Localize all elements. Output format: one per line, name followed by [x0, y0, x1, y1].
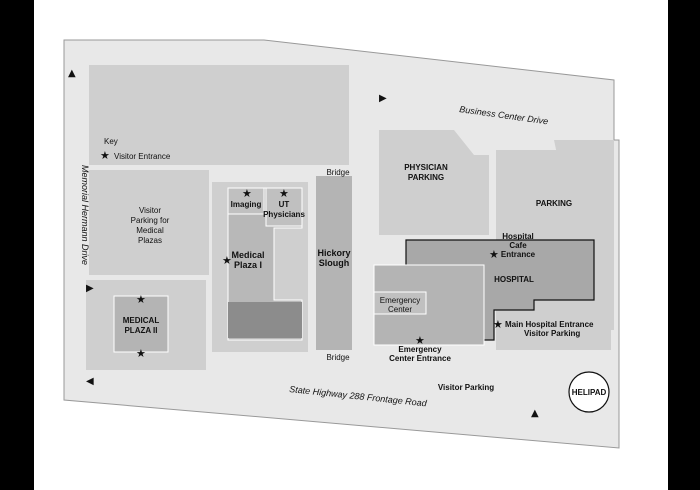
key-star-icon: ★	[100, 149, 110, 162]
medical-plaza-ii-line-2: PLAZA II	[124, 326, 157, 335]
east-arrow-icon-west: ▶	[86, 283, 94, 294]
medical-plaza-i-line-1: Medical	[231, 250, 264, 260]
west-arrow-icon: ◀	[86, 376, 94, 387]
emergency-center-line-1: Emergency	[380, 296, 420, 305]
bridge-top-label: Bridge	[326, 168, 350, 177]
medical-plaza-i-star-icon: ★	[222, 254, 232, 267]
emergency-entrance-line-2: Center Entrance	[389, 354, 451, 363]
hickory-slough-line-2: Slough	[319, 258, 350, 268]
hospital-cafe-star-icon: ★	[489, 248, 499, 261]
emergency-center-line-2: Center	[388, 305, 412, 314]
visitor-parking-label: Visitor Parking	[438, 383, 494, 392]
imaging-building	[227, 187, 265, 215]
medical-plaza-i-line-2: Plaza I	[234, 260, 262, 270]
ut-physicians-line-2: Physicians	[263, 210, 305, 219]
main-entrance-star-icon: ★	[493, 318, 503, 331]
emergency-entrance-star-icon: ★	[415, 334, 425, 347]
north-arrow-icon: ▲	[68, 68, 76, 79]
memorial-hermann-drive-label: Memorial Hermann Drive	[80, 165, 90, 265]
physician-parking-lot	[379, 130, 489, 235]
east-parking-strip	[554, 140, 614, 330]
visitor-parking-medical-line-3: Medical	[136, 226, 164, 235]
helipad-circle	[568, 371, 610, 413]
hospital-cafe-line-3: Entrance	[501, 250, 536, 259]
north-arrow-icon-south: ▲	[531, 408, 539, 419]
parking-garage	[228, 302, 302, 338]
visitor-parking-medical-line-1: Visitor	[139, 206, 161, 215]
ut-physicians-star-icon: ★	[279, 187, 289, 200]
medical-plaza-ii-star-icon: ★	[136, 293, 146, 306]
emergency-entrance-line-1: Emergency	[398, 345, 442, 354]
helipad-label: HELIPAD	[572, 388, 607, 397]
imaging-label: Imaging	[231, 200, 262, 209]
key-title: Key	[104, 137, 118, 146]
hospital-cafe-line-1: Hospital	[502, 232, 534, 241]
visitor-parking-medical-line-2: Parking for	[131, 216, 170, 225]
hospital-cafe-line-2: Cafe	[509, 241, 527, 250]
hospital-label: HOSPITAL	[494, 275, 534, 284]
medical-plaza-ii-building	[113, 295, 169, 353]
hickory-slough-line-1: Hickory	[317, 248, 350, 258]
visitor-parking-medical-line-4: Plazas	[138, 236, 162, 245]
ut-physicians-building	[265, 187, 303, 227]
map-canvas: Business Center Drive Memorial Hermann D…	[34, 0, 668, 490]
emergency-center-wing	[373, 291, 427, 315]
medical-plaza-ii-star-icon-south: ★	[136, 347, 146, 360]
main-entrance-line-2: Visitor Parking	[524, 329, 580, 338]
imaging-star-icon: ★	[242, 187, 252, 200]
key-visitor-entrance-label: Visitor Entrance	[114, 152, 171, 161]
hickory-slough-area	[316, 176, 352, 350]
bridge-bottom-label: Bridge	[326, 353, 350, 362]
physician-parking-line-1: PHYSICIAN	[404, 163, 448, 172]
parking-label: PARKING	[536, 199, 572, 208]
main-entrance-line-1: Main Hospital Entrance	[505, 320, 594, 329]
upper-lot	[89, 65, 349, 165]
east-arrow-icon: ▶	[379, 93, 387, 104]
visitor-parking-medical-lot	[89, 170, 209, 275]
ut-physicians-line-1: UT	[279, 200, 290, 209]
medical-plaza-ii-line-1: MEDICAL	[123, 316, 160, 325]
physician-parking-line-2: PARKING	[408, 173, 444, 182]
campus-map: Business Center Drive Memorial Hermann D…	[63, 39, 620, 449]
